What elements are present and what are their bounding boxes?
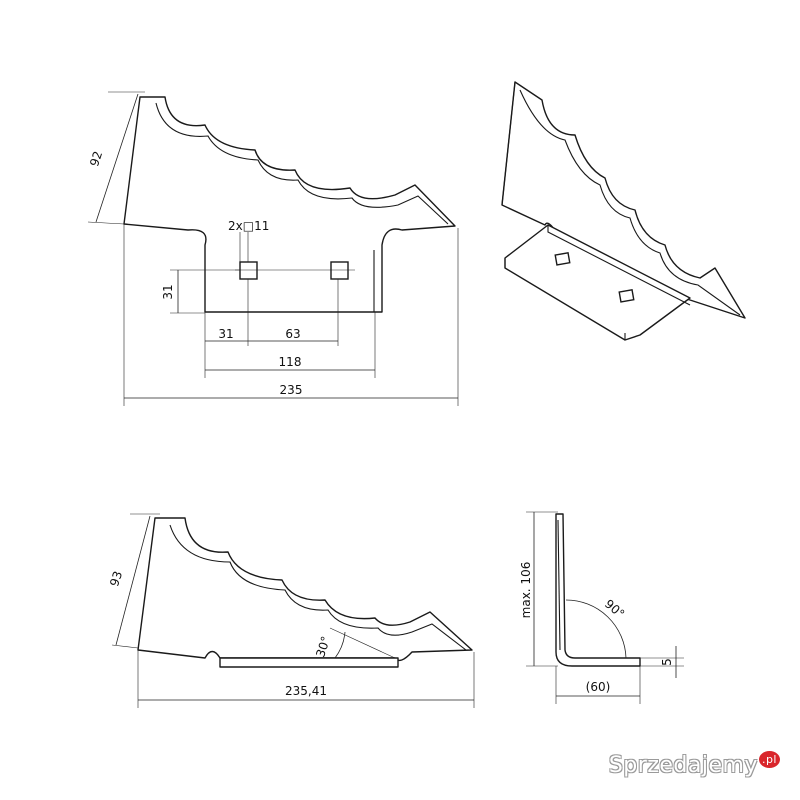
front-view-blade-outline xyxy=(123,96,456,313)
side-length-label: 235,41 xyxy=(285,684,327,698)
hole-spacing-label: 63 xyxy=(285,327,300,341)
holes-label: 2x□11 xyxy=(228,219,269,233)
side-view-blade-outline xyxy=(137,517,473,662)
mount-height-label: 31 xyxy=(161,284,175,299)
front-view: 92 2x□11 31 31 63 118 235 xyxy=(87,91,459,406)
mount-width-label: 118 xyxy=(279,355,302,369)
side-view-flange xyxy=(219,657,399,668)
side-height-label: 93 xyxy=(107,569,125,588)
isometric-square-hole-1 xyxy=(554,252,571,266)
front-height-label: 92 xyxy=(87,149,105,168)
thickness-label: 5 xyxy=(660,658,674,666)
front-view-square-hole-left xyxy=(239,261,258,280)
front-view-teeth-inner-edge xyxy=(155,102,449,225)
side-angle-label: 30° xyxy=(313,634,333,659)
watermark-text: Sprzedajemy xyxy=(608,753,758,778)
dim-line-side-height xyxy=(115,515,151,646)
section-view: 90° max. 106 5 (60) xyxy=(519,511,684,704)
section-height-label: max. 106 xyxy=(519,562,533,619)
watermark-logo: Sprzedajemy.pl xyxy=(608,751,780,778)
watermark-tld: .pl xyxy=(758,751,780,768)
section-view-angle-profile xyxy=(555,513,641,667)
isometric-square-hole-2 xyxy=(618,289,635,303)
hole-offset-label: 31 xyxy=(218,327,233,341)
front-view-square-hole-right xyxy=(330,261,349,280)
bend-angle-label: 90° xyxy=(602,597,627,621)
flange-width-label: (60) xyxy=(586,680,611,694)
isometric-view xyxy=(501,81,746,341)
side-view: 30° 93 235,41 xyxy=(107,513,475,708)
front-length-label: 235 xyxy=(280,383,303,397)
dim-line-front-height xyxy=(95,93,139,223)
